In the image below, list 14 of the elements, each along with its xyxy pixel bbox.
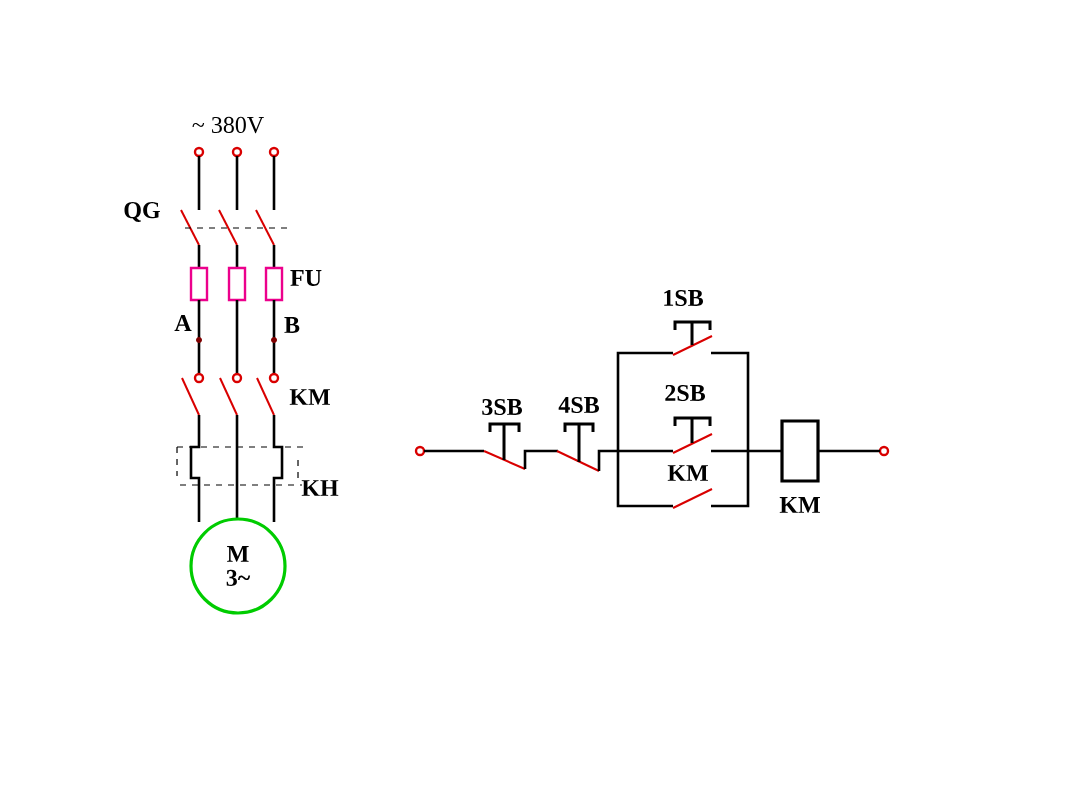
part-label: KM (289, 389, 330, 405)
part-label: FU (290, 270, 322, 286)
part-label: KH (301, 480, 339, 496)
part-label: 2SB (665, 384, 705, 402)
coil-label: KM (779, 497, 820, 513)
part-label: QG (124, 202, 160, 222)
part-label: 4SB (558, 396, 599, 414)
part-label: A (174, 315, 192, 331)
part-label: ~ 380V (192, 116, 264, 134)
part-label: B (284, 317, 300, 333)
coil-box (780, 419, 820, 483)
part-label: KM (667, 465, 708, 481)
part-label: 1SB (664, 289, 703, 307)
part-label: 3SB (482, 398, 522, 416)
